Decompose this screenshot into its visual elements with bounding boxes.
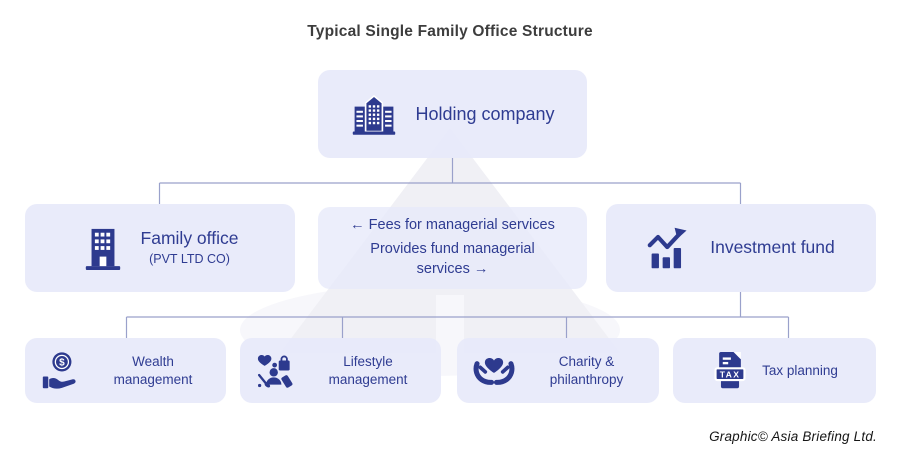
tax-planning-label: Tax planning (762, 362, 838, 378)
holding-company-label: Holding company (415, 103, 555, 124)
node-relationship: ← Fees for managerial services Provides … (318, 207, 587, 289)
tax-label-text: TAX (720, 369, 741, 379)
node-tax-planning: TAX Tax planning (673, 338, 876, 403)
node-wealth-management: $ Wealth management (25, 338, 226, 403)
node-investment-fund: Investment fund (606, 204, 876, 292)
dollar-sign: $ (59, 357, 65, 368)
node-holding-company: Holding company (318, 70, 587, 158)
lifestyle-icon (257, 354, 293, 388)
hand-coin-icon: $ (42, 351, 76, 389)
hands-heart-icon (473, 357, 514, 385)
connector-bottom (125, 292, 790, 338)
relationship-line2: Provides fund managerial services → (370, 240, 535, 277)
page-title: Typical Single Family Office Structure (307, 23, 593, 40)
family-office-sublabel: (PVT LTD CO) (149, 252, 230, 267)
wealth-management-label: Wealth management (113, 353, 193, 387)
tax-document-icon: TAX (714, 351, 746, 388)
node-lifestyle-management: Lifestyle management (240, 338, 441, 403)
relationship-line1: ← Fees for managerial services (350, 216, 555, 233)
node-charity-philanthropy: Charity & philanthropy (457, 338, 659, 403)
growth-chart-icon (647, 227, 687, 269)
charity-philanthropy-label: Charity & philanthropy (549, 353, 624, 387)
credit-text: Graphic© Asia Briefing Ltd. (709, 429, 877, 444)
family-office-label: Family office (140, 228, 239, 249)
node-family-office: Family office (PVT LTD CO) (25, 204, 295, 292)
investment-fund-label: Investment fund (710, 237, 835, 258)
lifestyle-management-label: Lifestyle management (328, 353, 408, 387)
building-icon (85, 228, 120, 270)
office-building-icon (353, 95, 396, 135)
connector-top (158, 158, 742, 204)
